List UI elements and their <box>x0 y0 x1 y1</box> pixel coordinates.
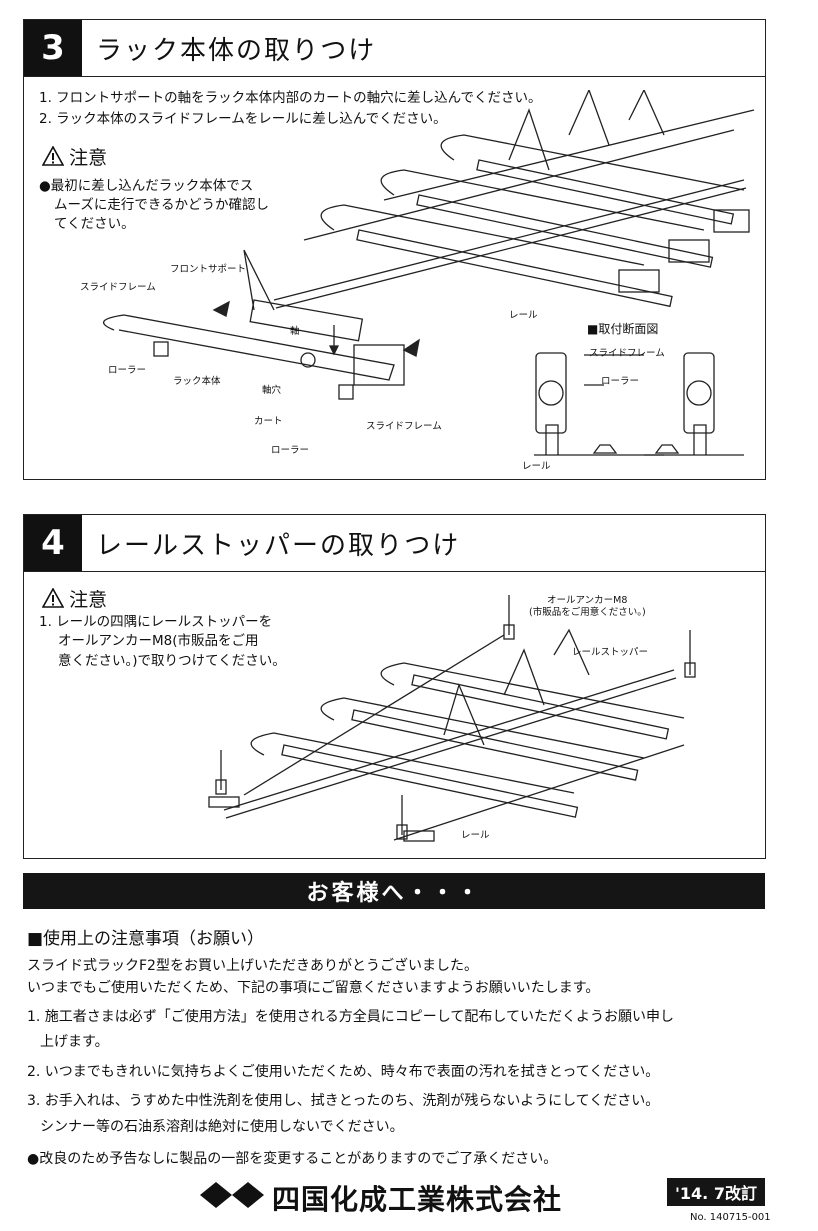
usage-subhead: ■使用上の注意事項（お願い） <box>27 929 265 949</box>
item-3b: シンナー等の石油系溶剤は絶対に使用しないでください。 <box>40 1119 404 1135</box>
label-rack-body: ラック本体 <box>173 376 221 387</box>
section-3-step2: 2. ラック本体のスライドフレームをレールに差し込んでください。 <box>39 111 447 127</box>
document-number: No. 140715-001 <box>690 1212 771 1223</box>
exploded-rack-diagram <box>103 249 420 400</box>
caution-title: 注意 <box>69 147 108 169</box>
item-2: 2. いつまでもきれいに気持ちよくご使用いただくため、時々布で表面の汚れを拭きと… <box>27 1064 660 1080</box>
intro-line-2: いつまでもご使用いただくため、下記の事項にご留意くださいますようお願いいたします… <box>27 980 600 996</box>
section-4-title: レールストッパーの取りつけ <box>96 531 461 561</box>
sv-label-rail: レール <box>522 461 551 472</box>
label-roller-2: ローラー <box>271 445 310 456</box>
revision-badge: '14. 7改訂 <box>667 1178 765 1206</box>
warning-triangle-icon <box>41 145 65 166</box>
label-anchor-note: (市販品をご用意ください。) <box>529 607 646 618</box>
label-front-support: フロントサポート <box>170 264 247 275</box>
section-4-panel: 4 レールストッパーの取りつけ 注意 1. レールの四隅にレールストッパーを オ… <box>23 514 766 859</box>
assembled-rack-diagram <box>273 90 755 309</box>
caution-line-3: てください。 <box>54 216 135 232</box>
section-3-caution: 注意 <box>41 143 108 170</box>
caution-line-1: ●最初に差し込んだラック本体でス <box>39 178 254 194</box>
sv-label-roller: ローラー <box>601 376 640 387</box>
label-rail: レール <box>509 310 538 321</box>
section-4-caution: 注意 <box>41 585 108 612</box>
label-shaft-hole: 軸穴 <box>262 385 282 396</box>
label-roller: ローラー <box>108 365 147 376</box>
section-view-diagram <box>534 352 744 456</box>
label-slide-frame: スライドフレーム <box>80 282 156 293</box>
caution-line-2: ムーズに走行できるかどうか確認し <box>54 197 270 213</box>
section-3-panel: 3 ラック本体の取りつけ 1. フロントサポートの軸をラック本体内部のカートの軸… <box>23 19 766 480</box>
notice: ●改良のため予告なしに製品の一部を変更することがありますのでご了承ください。 <box>27 1151 558 1167</box>
label-cart: カート <box>254 416 283 427</box>
item-1a: 1. 施工者さまは必ず「ご使用方法」を使用される方全員にコピーして配布していただ… <box>27 1009 674 1025</box>
company-name: 四国化成工業株式会社 <box>272 1183 563 1216</box>
section-3-step1: 1. フロントサポートの軸をラック本体内部のカートの軸穴に差し込んでください。 <box>39 90 542 106</box>
section-view-title: ■取付断面図 <box>587 322 659 336</box>
section-3-title: ラック本体の取りつけ <box>96 36 377 66</box>
rail-stopper-diagram <box>208 595 696 842</box>
label-slide-frame-2: スライドフレーム <box>366 421 442 432</box>
intro-line-1: スライド式ラックF2型をお買い上げいただきありがとうございました。 <box>27 958 478 974</box>
section-3-header: 3 ラック本体の取りつけ <box>24 20 765 77</box>
label-rail: レール <box>461 830 490 841</box>
diamond-logo-icon <box>200 1182 264 1208</box>
section-4-line-1: 1. レールの四隅にレールストッパーを <box>39 614 273 630</box>
section-3-number: 3 <box>24 20 82 76</box>
sv-label-slide-frame: スライドフレーム <box>589 348 665 359</box>
label-rail-stopper: レールストッパー <box>572 647 649 658</box>
section-4-line-2: オールアンカーM8(市販品をご用 <box>58 633 259 649</box>
warning-triangle-icon <box>41 587 65 608</box>
item-1b: 上げます。 <box>40 1034 109 1050</box>
customer-banner: お客様へ・・・ <box>23 873 765 909</box>
section-4-number: 4 <box>24 515 82 571</box>
caution-title: 注意 <box>69 589 108 611</box>
label-shaft: 軸 <box>290 326 300 337</box>
section-4-header: 4 レールストッパーの取りつけ <box>24 515 765 572</box>
label-anchor: オールアンカーM8 <box>547 595 628 606</box>
item-3a: 3. お手入れは、うすめた中性洗剤を使用し、拭きとったのち、洗剤が残らないように… <box>27 1093 660 1109</box>
section-4-line-3: 意ください。)で取りつけてください。 <box>58 653 286 669</box>
